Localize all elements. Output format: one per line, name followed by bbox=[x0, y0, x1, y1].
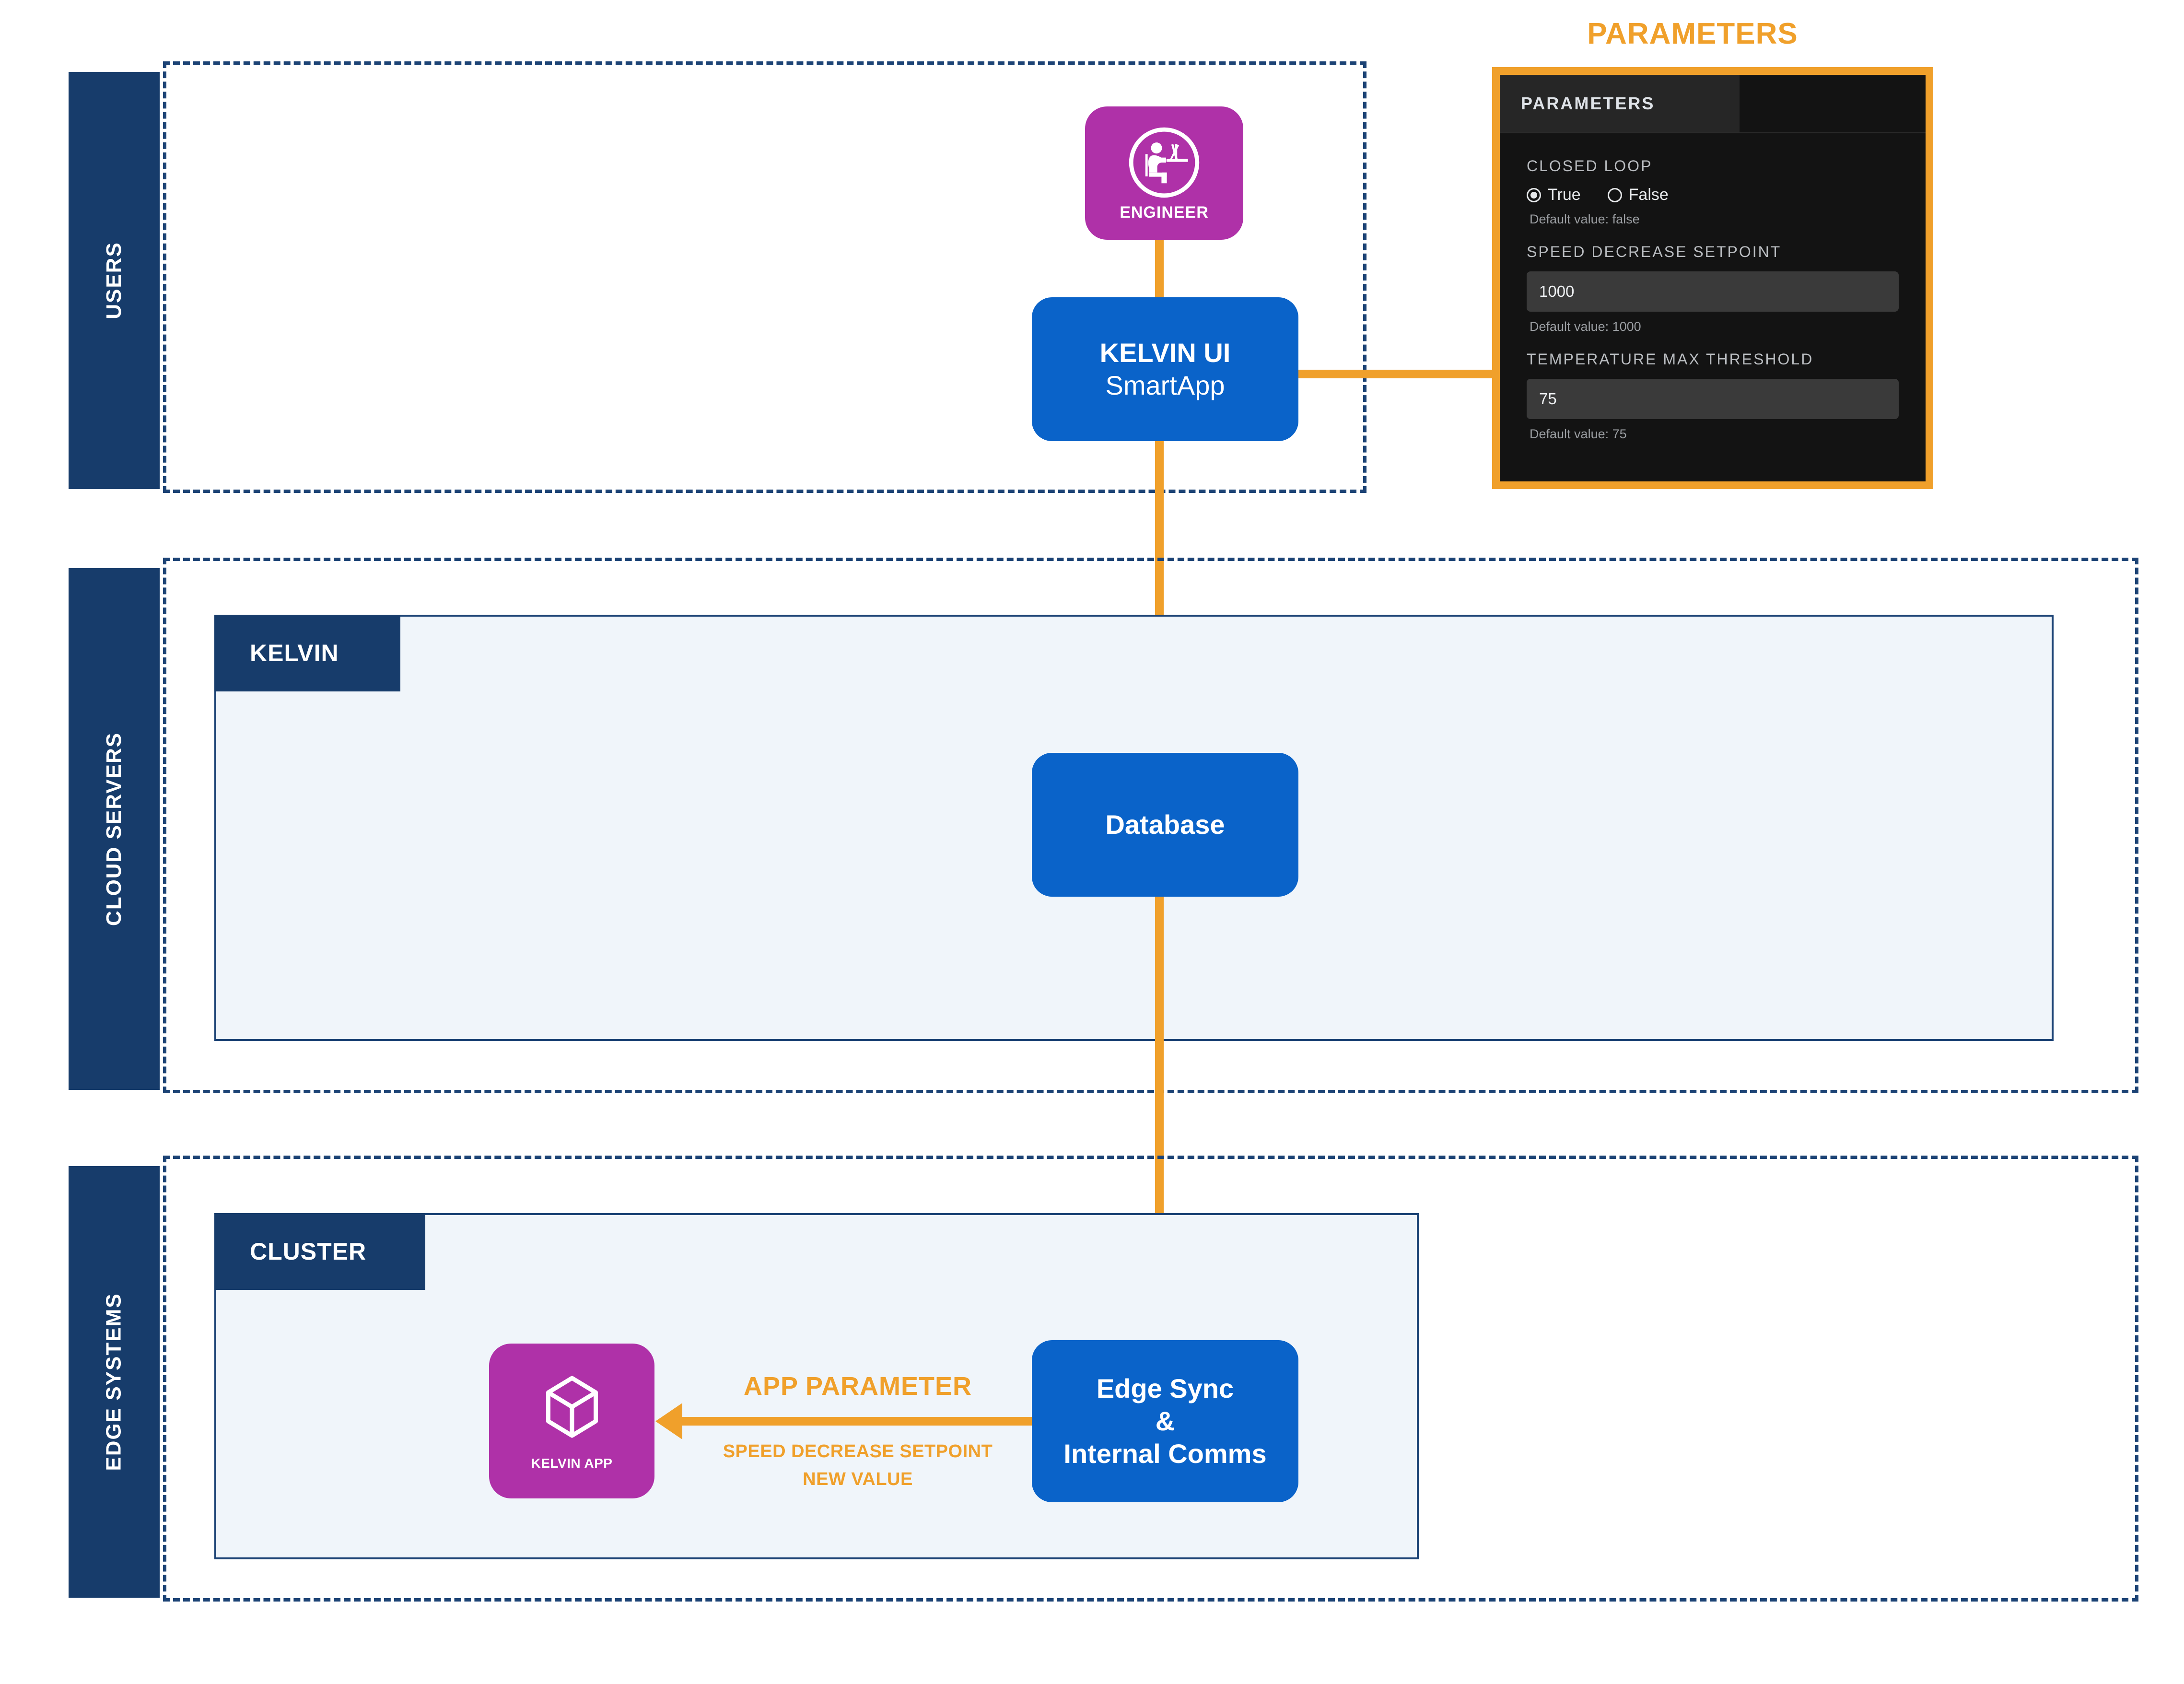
param-label-closed-loop: CLOSED LOOP bbox=[1527, 157, 1653, 175]
param-default-closed-loop: Default value: false bbox=[1530, 212, 1640, 226]
node-kelvin-ui[interactable]: KELVIN UI SmartApp bbox=[1032, 297, 1298, 441]
node-engineer-caption: ENGINEER bbox=[1120, 203, 1209, 222]
node-engineer[interactable]: ENGINEER bbox=[1085, 106, 1243, 240]
lane-label-users: USERS bbox=[102, 242, 126, 319]
param-default-speed-decrease-setpoint: Default value: 1000 bbox=[1530, 319, 1641, 334]
lane-label-edge-systems: EDGE SYSTEMS bbox=[102, 1293, 126, 1471]
param-group-closed-loop: CLOSED LOOP True False Default value: fa… bbox=[1527, 157, 1899, 227]
region-header-label-kelvin: KELVIN bbox=[250, 640, 339, 667]
node-kelvin-ui-title: KELVIN UI bbox=[1099, 337, 1231, 368]
lane-band-edge-systems: EDGE SYSTEMS bbox=[69, 1166, 160, 1598]
connector-sublabel-app-parameter-line2: NEW VALUE bbox=[803, 1469, 913, 1489]
radio-false-label: False bbox=[1628, 186, 1669, 204]
node-kelvin-app-caption: KELVIN APP bbox=[531, 1456, 613, 1471]
cloud-servers-lane-boundary bbox=[163, 558, 2138, 1093]
connector-label-app-parameter: APP PARAMETER bbox=[743, 1372, 972, 1401]
cube-icon bbox=[536, 1371, 608, 1445]
radio-true-label: True bbox=[1548, 186, 1581, 204]
region-header-cluster: CLUSTER bbox=[214, 1213, 425, 1290]
param-radio-row-closed-loop: True False bbox=[1527, 186, 1899, 204]
connector-engineer-to-kelvin-ui bbox=[1155, 240, 1164, 300]
param-label-speed-decrease-setpoint: SPEED DECREASE SETPOINT bbox=[1527, 243, 1782, 260]
edge-systems-lane-boundary bbox=[163, 1156, 2138, 1602]
param-group-speed-decrease-setpoint: SPEED DECREASE SETPOINT 1000 Default val… bbox=[1527, 243, 1899, 334]
radio-closed-loop-true[interactable]: True bbox=[1527, 186, 1581, 204]
param-label-temperature-max-threshold: TEMPERATURE MAX THRESHOLD bbox=[1527, 351, 1814, 368]
region-header-kelvin: KELVIN bbox=[214, 615, 400, 691]
parameters-tab-label: PARAMETERS bbox=[1521, 94, 1655, 113]
region-header-label-cluster: CLUSTER bbox=[250, 1238, 367, 1265]
radio-closed-loop-false[interactable]: False bbox=[1607, 186, 1669, 204]
node-database-title: Database bbox=[1105, 809, 1225, 840]
parameters-callout-title: PARAMETERS bbox=[1587, 17, 1798, 50]
parameters-panel-body: PARAMETERS CLOSED LOOP True False bbox=[1500, 75, 1926, 481]
param-default-temperature-max-threshold: Default value: 75 bbox=[1530, 427, 1627, 441]
param-input-temperature-max-threshold[interactable]: 75 bbox=[1527, 379, 1899, 419]
lane-band-users: USERS bbox=[69, 72, 160, 489]
node-edge-sync-line3: Internal Comms bbox=[1063, 1438, 1267, 1469]
parameters-tab[interactable]: PARAMETERS bbox=[1500, 75, 1740, 132]
node-kelvin-app[interactable]: KELVIN APP bbox=[489, 1344, 654, 1498]
connector-kelvin-ui-to-parameters bbox=[1298, 370, 1492, 378]
connector-edge-sync-to-kelvin-app-arrowhead bbox=[655, 1403, 682, 1439]
users-lane-boundary bbox=[163, 61, 1366, 493]
parameters-panel[interactable]: PARAMETERS CLOSED LOOP True False bbox=[1492, 67, 1933, 489]
parameters-tab-divider bbox=[1500, 132, 1926, 133]
lane-label-cloud-servers: CLOUD SERVERS bbox=[102, 732, 126, 926]
param-input-speed-decrease-setpoint[interactable]: 1000 bbox=[1527, 271, 1899, 312]
node-edge-sync[interactable]: Edge Sync & Internal Comms bbox=[1032, 1340, 1298, 1502]
engineer-at-desk-icon bbox=[1126, 124, 1203, 203]
radio-true-icon[interactable] bbox=[1527, 187, 1541, 202]
connector-edge-sync-to-kelvin-app bbox=[682, 1417, 1032, 1426]
param-group-temperature-max-threshold: TEMPERATURE MAX THRESHOLD 75 Default val… bbox=[1527, 351, 1899, 442]
node-database[interactable]: Database bbox=[1032, 753, 1298, 897]
connector-sublabel-app-parameter-line1: SPEED DECREASE SETPOINT bbox=[723, 1441, 993, 1462]
radio-false-icon[interactable] bbox=[1607, 187, 1622, 202]
parameters-fields: CLOSED LOOP True False Default value: fa… bbox=[1500, 132, 1926, 481]
node-edge-sync-line2: & bbox=[1155, 1405, 1175, 1436]
node-kelvin-ui-subtitle: SmartApp bbox=[1105, 370, 1225, 400]
node-edge-sync-line1: Edge Sync bbox=[1096, 1373, 1234, 1403]
lane-band-cloud-servers: CLOUD SERVERS bbox=[69, 568, 160, 1090]
